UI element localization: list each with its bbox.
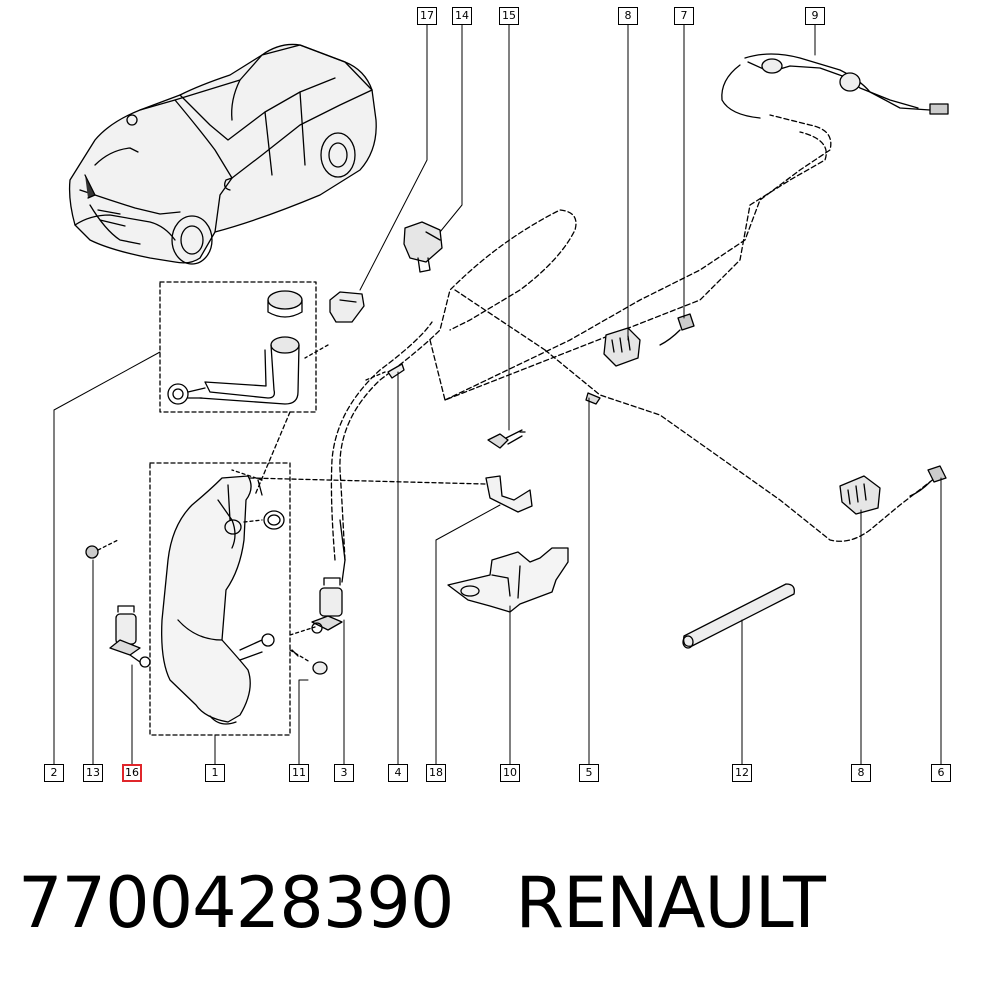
part-caption: 7700428390 RENAULT — [18, 858, 978, 948]
callout-9: 9 — [805, 7, 825, 25]
filler-neck-group — [159, 281, 329, 413]
washer-hoses — [330, 114, 936, 561]
screw-13 — [85, 539, 119, 559]
callout-16-highlighted: 16 — [122, 764, 142, 782]
callout-4: 4 — [388, 764, 408, 782]
callout-8-top: 8 — [618, 7, 638, 25]
connector-14 — [403, 221, 443, 273]
callout-1: 1 — [205, 764, 225, 782]
brand-name: RENAULT — [515, 862, 825, 944]
part-number: 7700428390 — [18, 862, 454, 944]
callout-8-bottom: 8 — [851, 764, 871, 782]
tube-12 — [682, 583, 795, 649]
callout-2: 2 — [44, 764, 64, 782]
callout-15: 15 — [499, 7, 519, 25]
callout-12: 12 — [732, 764, 752, 782]
grommet-11 — [289, 649, 328, 675]
callout-3: 3 — [334, 764, 354, 782]
clip-5 — [585, 392, 601, 405]
parts-diagram — [53, 23, 949, 765]
reservoir-group — [149, 462, 291, 736]
callout-14: 14 — [452, 7, 472, 25]
clip-17 — [329, 291, 365, 323]
pump-right — [311, 519, 346, 634]
callout-7: 7 — [674, 7, 694, 25]
pump-left — [109, 605, 151, 668]
nozzle-4 — [365, 363, 405, 381]
callout-11: 11 — [289, 764, 309, 782]
callout-17: 17 — [417, 7, 437, 25]
connector-8-upper — [603, 327, 641, 367]
bracket-18 — [485, 475, 533, 513]
callout-6: 6 — [931, 764, 951, 782]
bracket-10 — [447, 547, 569, 613]
callout-10: 10 — [500, 764, 520, 782]
callout-5: 5 — [579, 764, 599, 782]
bolt-15 — [487, 429, 526, 449]
callout-18: 18 — [426, 764, 446, 782]
cable-9 — [721, 53, 949, 119]
leader-lines — [53, 23, 942, 765]
connector-8-lower — [839, 475, 881, 515]
car-illustration — [68, 43, 377, 265]
callout-13: 13 — [83, 764, 103, 782]
connector-7 — [659, 313, 695, 346]
